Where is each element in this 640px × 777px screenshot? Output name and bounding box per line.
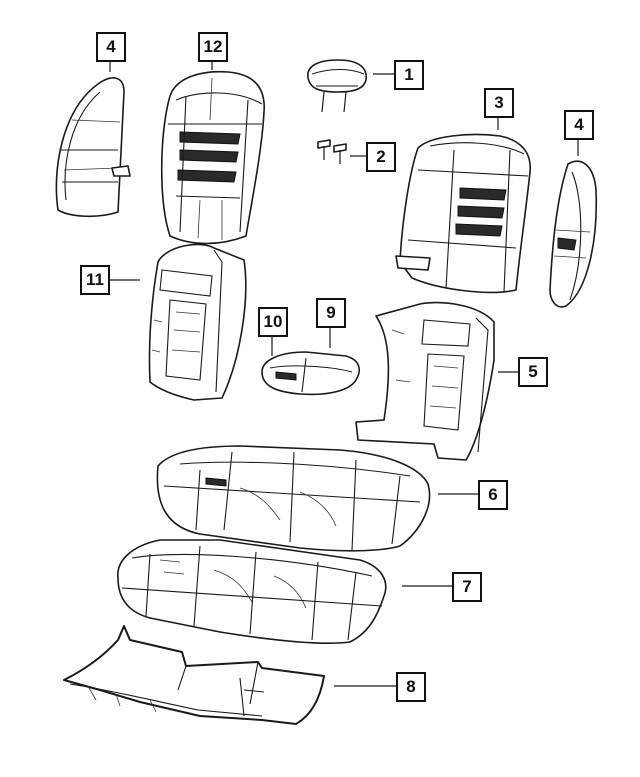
callout-5: 5: [518, 357, 548, 387]
leader-lines: [109, 60, 579, 687]
right-seatback-frame-part: [355, 301, 495, 461]
left-seatback-frame-part: [148, 243, 247, 401]
callout-3: 3: [484, 88, 514, 118]
armrest-part: [261, 351, 360, 396]
right-bolster-part: [549, 160, 598, 308]
callout-11: 11: [80, 265, 110, 295]
left-bolster-part: [55, 77, 131, 218]
seat-cushion-foam-part: [117, 539, 387, 645]
callout-6: 6: [478, 480, 508, 510]
callout-4-right: 4: [564, 110, 594, 140]
callout-4-left: 4: [96, 32, 126, 62]
cushion-wire-frame-part: [63, 625, 325, 725]
callout-12: 12: [198, 32, 228, 62]
left-seatback-cover-part: [160, 70, 265, 245]
callout-2: 2: [366, 142, 396, 172]
callout-8: 8: [396, 672, 426, 702]
callout-9: 9: [316, 298, 346, 328]
headrestraint-guides-part: [317, 139, 347, 164]
callout-10: 10: [258, 307, 288, 337]
right-seatback-cover-part: [395, 133, 531, 294]
seat-cushion-cover-part: [156, 445, 431, 552]
headrestraint-part: [307, 59, 367, 113]
callout-7: 7: [452, 572, 482, 602]
callout-1: 1: [394, 60, 424, 90]
